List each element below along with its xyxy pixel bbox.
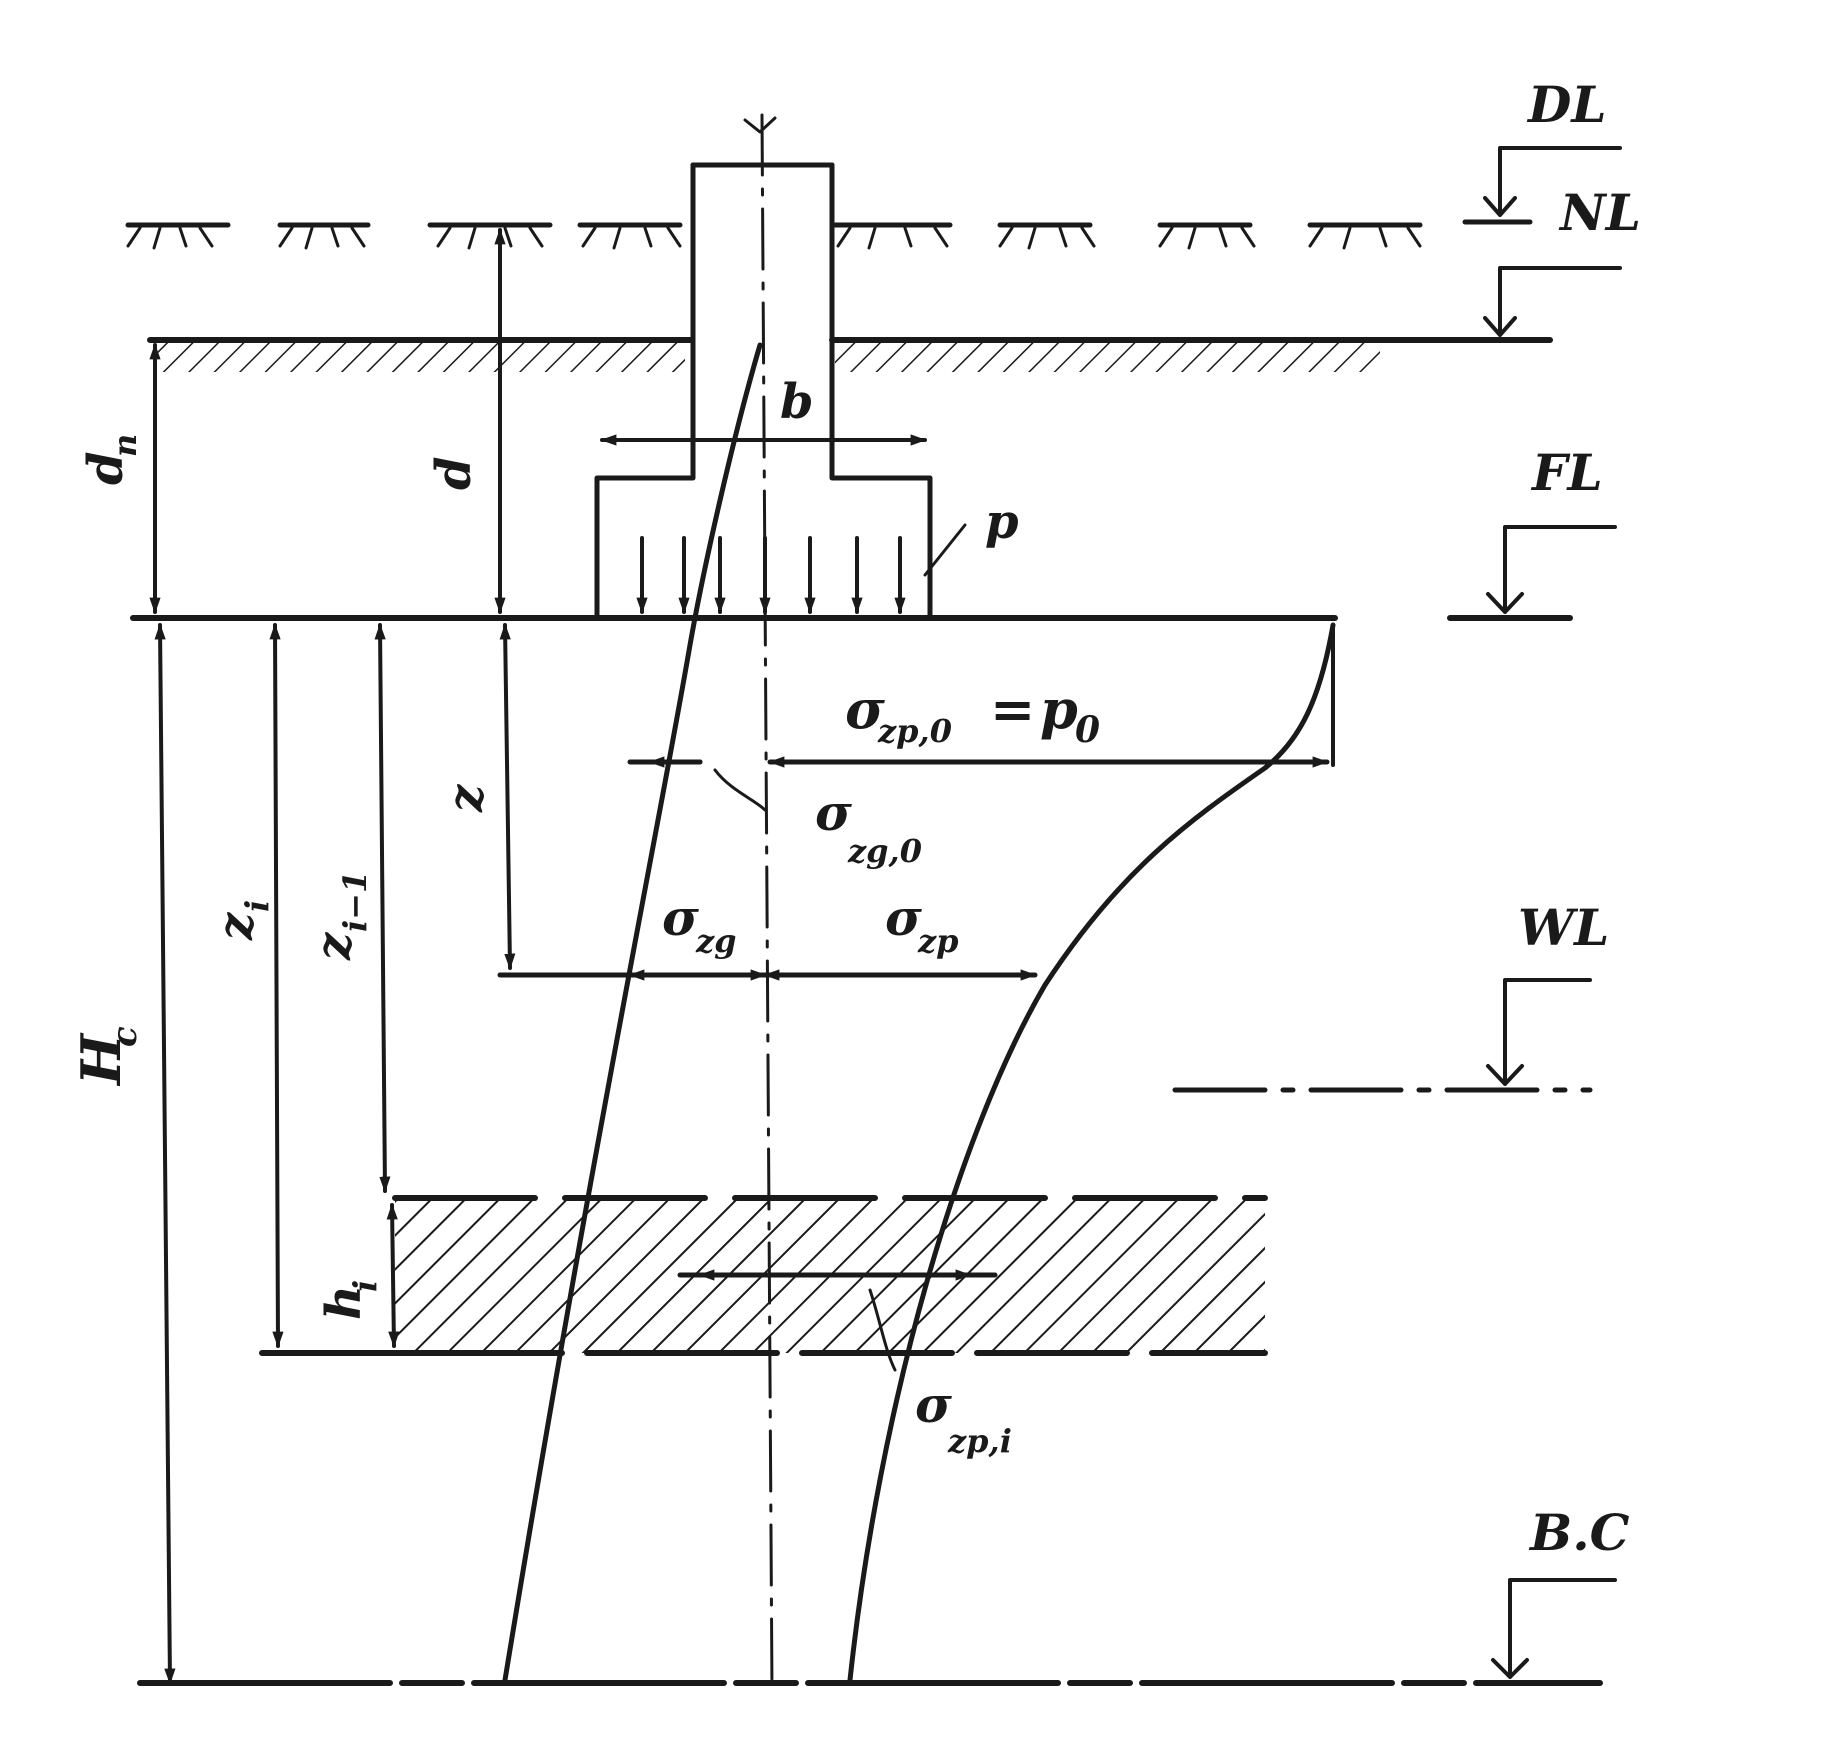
level-symbol-fl bbox=[1447, 525, 1617, 621]
level-symbol-nl bbox=[1483, 266, 1622, 337]
label-sigma-zp0-p: p bbox=[1040, 677, 1078, 741]
label-z-i-main: z bbox=[208, 911, 264, 941]
base-stress-arrows bbox=[627, 756, 1330, 812]
label-b: b bbox=[780, 374, 814, 430]
level-symbol-wl bbox=[1486, 978, 1592, 1086]
label-z-i-minus-1: z i−1 bbox=[306, 871, 374, 961]
label-d-n: d n bbox=[78, 434, 144, 485]
label-d-n-main: d bbox=[78, 451, 134, 485]
label-z-i-sub: i bbox=[238, 900, 276, 912]
dimension-h-i bbox=[386, 1203, 400, 1348]
label-h-c-sub: c bbox=[105, 1026, 145, 1047]
label-h-i: h i bbox=[316, 1280, 384, 1320]
label-wl: WL bbox=[1518, 898, 1609, 957]
label-sigma-zp0: σ zp,0 = p 0 bbox=[845, 677, 1100, 751]
label-dl: DL bbox=[1526, 75, 1607, 134]
dimension-z-i bbox=[269, 623, 284, 1348]
design-ground-line bbox=[125, 222, 1423, 250]
label-p: p bbox=[985, 494, 1019, 550]
label-sigma-zg-sub: zg bbox=[695, 922, 737, 960]
label-bc: B.C bbox=[1528, 1503, 1630, 1562]
label-sigma-zpi: σ zp,i bbox=[915, 1375, 1012, 1460]
label-z-i: z i bbox=[208, 900, 276, 941]
label-sigma-zp-sub: zp bbox=[917, 922, 959, 960]
label-sigma-zg: σ zg bbox=[662, 888, 737, 960]
dimension-z-i-minus-1 bbox=[374, 623, 391, 1193]
label-sigma-zpi-sub: zp,i bbox=[947, 1422, 1012, 1460]
label-sigma-zg0-sub: zg,0 bbox=[847, 832, 922, 870]
label-sigma-zp0-sigma: σ bbox=[845, 677, 885, 741]
label-sigma-zp0-eq: = bbox=[990, 677, 1035, 741]
sigma-zp-curve bbox=[847, 622, 1336, 1683]
label-z-i-minus-1-main: z bbox=[306, 931, 362, 961]
label-d-main: d bbox=[426, 456, 482, 490]
natural-ground-line bbox=[147, 337, 1553, 372]
soil-layer-i bbox=[259, 1195, 1268, 1372]
level-symbol-dl bbox=[1462, 146, 1622, 225]
label-sigma-zg-sigma: σ bbox=[662, 888, 699, 947]
label-sigma-zg0-sigma: σ bbox=[815, 783, 852, 842]
label-d-n-sub: n bbox=[106, 434, 144, 457]
label-z-i-minus-1-sub: i−1 bbox=[336, 871, 374, 932]
label-sigma-zp0-sub: zp,0 bbox=[877, 712, 952, 750]
label-fl: FL bbox=[1530, 443, 1603, 502]
label-sigma-zg0: σ zg,0 bbox=[815, 783, 922, 870]
centerline bbox=[743, 113, 777, 1692]
label-sigma-zp-sigma: σ bbox=[885, 888, 922, 947]
level-symbol-bc bbox=[1491, 1578, 1617, 1679]
label-nl: NL bbox=[1558, 183, 1641, 242]
dimension-h-c bbox=[154, 623, 176, 1685]
label-h-c: H c bbox=[69, 1026, 145, 1087]
dimension-z bbox=[499, 623, 516, 970]
label-sigma-zpi-sigma: σ bbox=[915, 1375, 952, 1434]
label-z-main: z bbox=[438, 783, 494, 813]
label-h-i-main: h bbox=[316, 1285, 372, 1320]
label-sigma-zp: σ zp bbox=[885, 888, 959, 960]
label-d: d bbox=[426, 456, 482, 490]
label-h-c-main: H bbox=[69, 1032, 133, 1087]
label-z: z bbox=[438, 783, 494, 813]
label-sigma-zp0-psub: 0 bbox=[1075, 709, 1100, 751]
base-pressure-arrows bbox=[636, 523, 967, 614]
label-h-i-sub: i bbox=[346, 1280, 384, 1292]
ground-tick-marks bbox=[126, 226, 1422, 250]
